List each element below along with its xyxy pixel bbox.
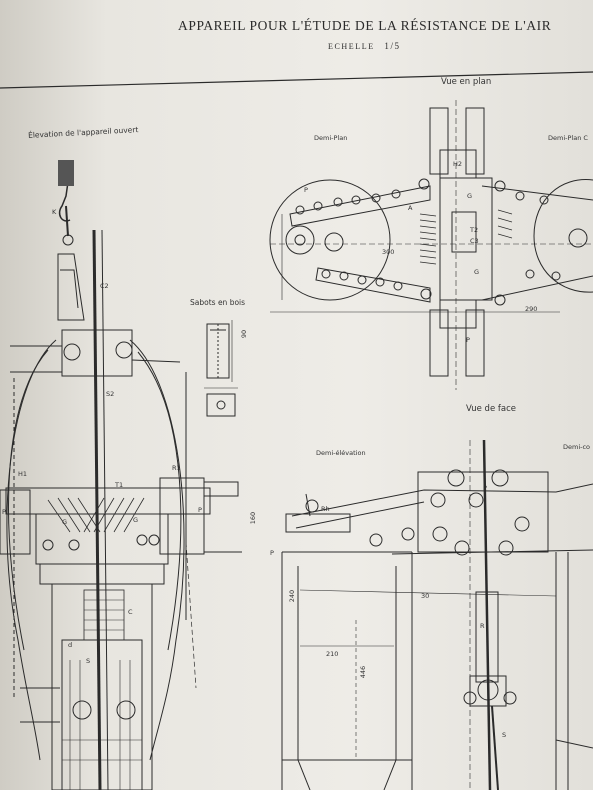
label-r1: R1: [172, 464, 181, 472]
dimension-210: 210: [326, 650, 339, 658]
plan-view: [269, 100, 593, 390]
label-g-plan-bottom: G: [474, 268, 480, 276]
label-a: A: [408, 204, 413, 212]
label-c2: C2: [100, 282, 109, 290]
dimension-290: 290: [525, 305, 538, 313]
elevation-view: [0, 160, 242, 790]
view-caption-half-elevation: Demi-élévation: [316, 449, 366, 457]
scale-value: 1/5: [384, 41, 401, 51]
view-caption-plan: Vue en plan: [441, 77, 492, 87]
label-t2: T2: [470, 226, 479, 234]
label-g-left: G: [62, 518, 68, 526]
drawing-title: APPAREIL POUR L'ÉTUDE DE LA RÉSISTANCE D…: [178, 18, 552, 33]
label-c: C: [128, 608, 133, 616]
view-caption-sabots: Sabots en bois: [190, 298, 246, 307]
dimension-30: 30: [421, 592, 430, 600]
label-p-right: P: [198, 506, 202, 514]
label-p-front-left: P: [270, 549, 274, 557]
label-t1: T1: [115, 481, 124, 489]
header-rule: [0, 71, 593, 89]
label-h2: H2: [453, 160, 463, 168]
label-p-plan: P: [304, 186, 308, 194]
label-g-plan: G: [467, 192, 473, 200]
label-h1: H1: [18, 470, 28, 478]
scale-note: ECHELLE 1/5: [328, 41, 401, 51]
view-caption-half-co: Demi-co: [563, 443, 591, 451]
front-view: [281, 439, 593, 790]
label-c3: C3: [470, 237, 479, 245]
label-s: S: [86, 657, 91, 665]
label-k: K: [52, 208, 57, 216]
label-d: d: [68, 641, 73, 649]
label-p-plan-bottom: P: [466, 336, 470, 344]
sabots-detail: [204, 320, 238, 417]
dimension-300: 300: [382, 248, 395, 256]
label-r: R: [480, 622, 485, 630]
view-caption-half-plan: Demi-Plan: [314, 134, 348, 142]
view-caption-front: Vue de face: [466, 404, 516, 414]
view-caption-half-plan-c: Demi-Plan C: [548, 134, 588, 142]
scale-label: ECHELLE: [328, 42, 375, 51]
label-p-left: P: [2, 508, 6, 516]
label-s2: S2: [106, 390, 115, 398]
label-g-right: G: [133, 516, 139, 524]
label-s-front: S: [502, 731, 507, 739]
